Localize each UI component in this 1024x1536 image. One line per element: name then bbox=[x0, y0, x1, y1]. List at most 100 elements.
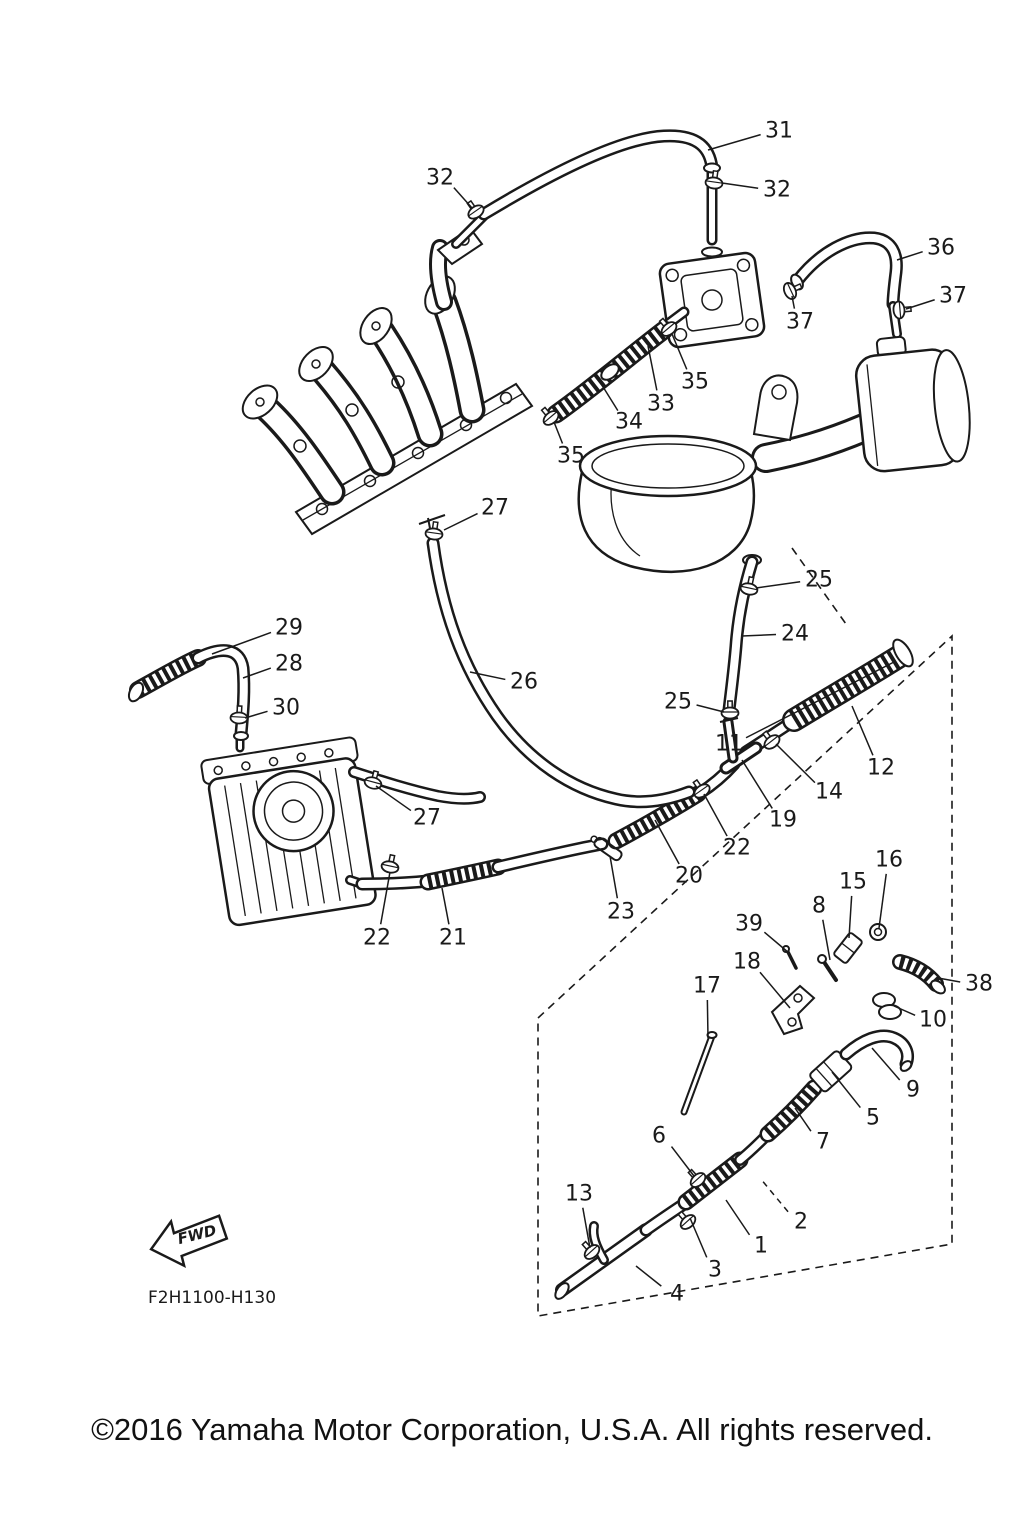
callout-leader bbox=[211, 631, 272, 655]
fwd-arrow: FWD bbox=[149, 1214, 229, 1269]
callout-leader bbox=[893, 1005, 916, 1016]
callout-1: 1 bbox=[754, 1234, 768, 1259]
corrugated-hose-33-34 bbox=[556, 330, 664, 414]
callout-34: 34 bbox=[615, 410, 643, 435]
callout-leader bbox=[707, 133, 761, 151]
callout-leader bbox=[755, 581, 801, 589]
callout-16: 16 bbox=[875, 848, 903, 873]
callout-26: 26 bbox=[510, 670, 538, 695]
callout-37: 37 bbox=[939, 284, 967, 309]
callout-leader bbox=[696, 704, 725, 713]
callout-3: 3 bbox=[708, 1258, 722, 1283]
callout-27: 27 bbox=[413, 806, 441, 831]
callout-19: 19 bbox=[769, 808, 797, 833]
callout-10: 10 bbox=[919, 1008, 947, 1033]
callout-leader bbox=[647, 345, 658, 391]
t-fitting-19 bbox=[719, 716, 763, 775]
callout-28: 28 bbox=[275, 652, 303, 677]
callout-22: 22 bbox=[363, 926, 391, 951]
callout-leader bbox=[905, 299, 935, 310]
callout-12: 12 bbox=[867, 756, 895, 781]
callout-leader bbox=[775, 743, 816, 784]
callout-23: 23 bbox=[607, 900, 635, 925]
callout-leader bbox=[741, 759, 773, 809]
callout-6: 6 bbox=[652, 1124, 666, 1149]
callout-leader bbox=[599, 381, 619, 412]
copyright-text: ©2016 Yamaha Motor Corporation, U.S.A. A… bbox=[91, 1412, 933, 1447]
control-valve-assembly bbox=[658, 246, 766, 349]
callout-8: 8 bbox=[812, 894, 826, 919]
callout-5: 5 bbox=[866, 1106, 880, 1131]
callout-leader bbox=[878, 873, 887, 929]
callout-leader bbox=[721, 182, 759, 189]
callout-38: 38 bbox=[965, 972, 993, 997]
callout-7: 7 bbox=[816, 1130, 830, 1155]
callout-30: 30 bbox=[272, 696, 300, 721]
callout-leader bbox=[831, 1071, 861, 1109]
callout-leader bbox=[244, 710, 268, 719]
hose-28-29 bbox=[127, 651, 248, 741]
callout-4: 4 bbox=[670, 1282, 684, 1307]
callout-leader bbox=[791, 295, 796, 309]
callout-32: 32 bbox=[426, 166, 454, 191]
callout-24: 24 bbox=[781, 622, 809, 647]
callout-leader bbox=[703, 793, 728, 837]
callout-17: 17 bbox=[693, 974, 721, 999]
callout-31: 31 bbox=[765, 119, 793, 144]
callout-leader bbox=[759, 971, 791, 1009]
callout-37: 37 bbox=[786, 310, 814, 335]
callout-35: 35 bbox=[681, 370, 709, 395]
callout-leader bbox=[443, 512, 478, 531]
diagram-code: F2H1100-H130 bbox=[148, 1288, 276, 1308]
breather-hose-31 bbox=[484, 136, 721, 240]
callout-leader bbox=[453, 187, 473, 209]
callout-leader bbox=[242, 667, 272, 679]
main-hose-chain bbox=[362, 638, 914, 884]
callout-13: 13 bbox=[565, 1182, 593, 1207]
exhaust-manifold bbox=[241, 216, 534, 545]
callout-25: 25 bbox=[664, 690, 692, 715]
callout-leader bbox=[706, 999, 709, 1039]
callout-leader bbox=[848, 895, 853, 939]
clamp-22-icon bbox=[379, 852, 402, 876]
callout-22: 22 bbox=[723, 836, 751, 861]
callout-leader bbox=[375, 785, 412, 812]
clamp-37-icon bbox=[891, 299, 913, 320]
callout-leader bbox=[379, 871, 391, 925]
outlet-sub-assembly bbox=[554, 923, 946, 1300]
callout-11: 11 bbox=[715, 732, 743, 757]
callout-leader bbox=[759, 1177, 789, 1213]
callout-leader bbox=[582, 1207, 591, 1249]
callout-27: 27 bbox=[481, 496, 509, 521]
callout-33: 33 bbox=[647, 392, 675, 417]
callout-32: 32 bbox=[763, 178, 791, 203]
callout-9: 9 bbox=[906, 1078, 920, 1103]
callout-leader bbox=[896, 250, 923, 261]
callout-leader bbox=[441, 887, 450, 925]
callout-leader bbox=[763, 931, 790, 954]
callout-leader bbox=[689, 1217, 708, 1258]
callout-29: 29 bbox=[275, 616, 303, 641]
callout-leader bbox=[937, 977, 961, 983]
callout-leader bbox=[609, 855, 619, 899]
callout-35: 35 bbox=[557, 444, 585, 469]
callout-leader bbox=[469, 671, 506, 681]
muffler-assembly bbox=[577, 335, 971, 625]
sub-assembly-boundary bbox=[537, 634, 953, 1317]
oil-cooler bbox=[200, 729, 377, 927]
callout-leader bbox=[671, 333, 688, 370]
callout-leader bbox=[745, 661, 895, 739]
callout-39: 39 bbox=[735, 912, 763, 937]
callout-15: 15 bbox=[839, 870, 867, 895]
callout-leader bbox=[851, 705, 874, 756]
clamp-27-icon bbox=[423, 520, 445, 542]
callout-21: 21 bbox=[439, 926, 467, 951]
callout-14: 14 bbox=[815, 780, 843, 805]
callout-20: 20 bbox=[675, 864, 703, 889]
callout-18: 18 bbox=[733, 950, 761, 975]
callout-leader bbox=[822, 919, 831, 961]
callout-leader bbox=[553, 421, 564, 444]
